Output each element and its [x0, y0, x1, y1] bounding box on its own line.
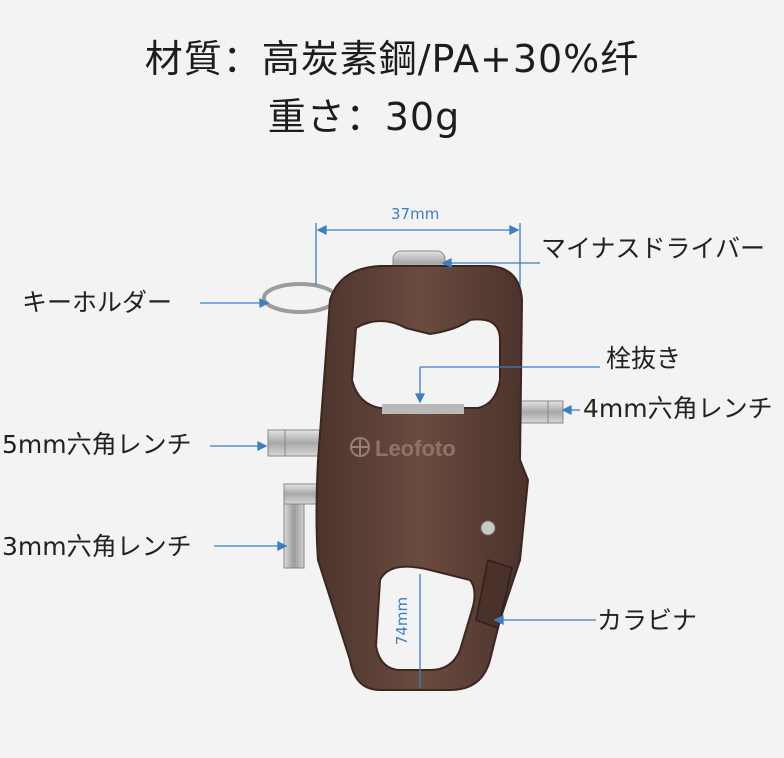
dimension-lines [315, 223, 521, 688]
tool-body [315, 265, 530, 691]
material-title: 材質：高炭素鋼/PA+30%纤 [144, 37, 640, 81]
weight-title: 重さ：30g [267, 95, 461, 139]
label-hex-5mm: 5mm六角レンチ [2, 430, 192, 459]
label-hex-3mm: 3mm六角レンチ [2, 532, 192, 561]
label-pin-remover: 栓抜き [606, 344, 682, 373]
label-carabiner: カラビナ [597, 606, 698, 635]
label-screwdriver: マイナスドライバー [541, 234, 766, 263]
label-hex-4mm: 4mm六角レンチ [583, 394, 773, 423]
height-dimension: 74mm [393, 596, 412, 646]
label-key-holder: キーホルダー [22, 288, 173, 317]
width-dimension: 37mm [391, 205, 440, 223]
callout-lines [200, 257, 600, 626]
brand-logo-text: Leofoto [375, 436, 456, 461]
